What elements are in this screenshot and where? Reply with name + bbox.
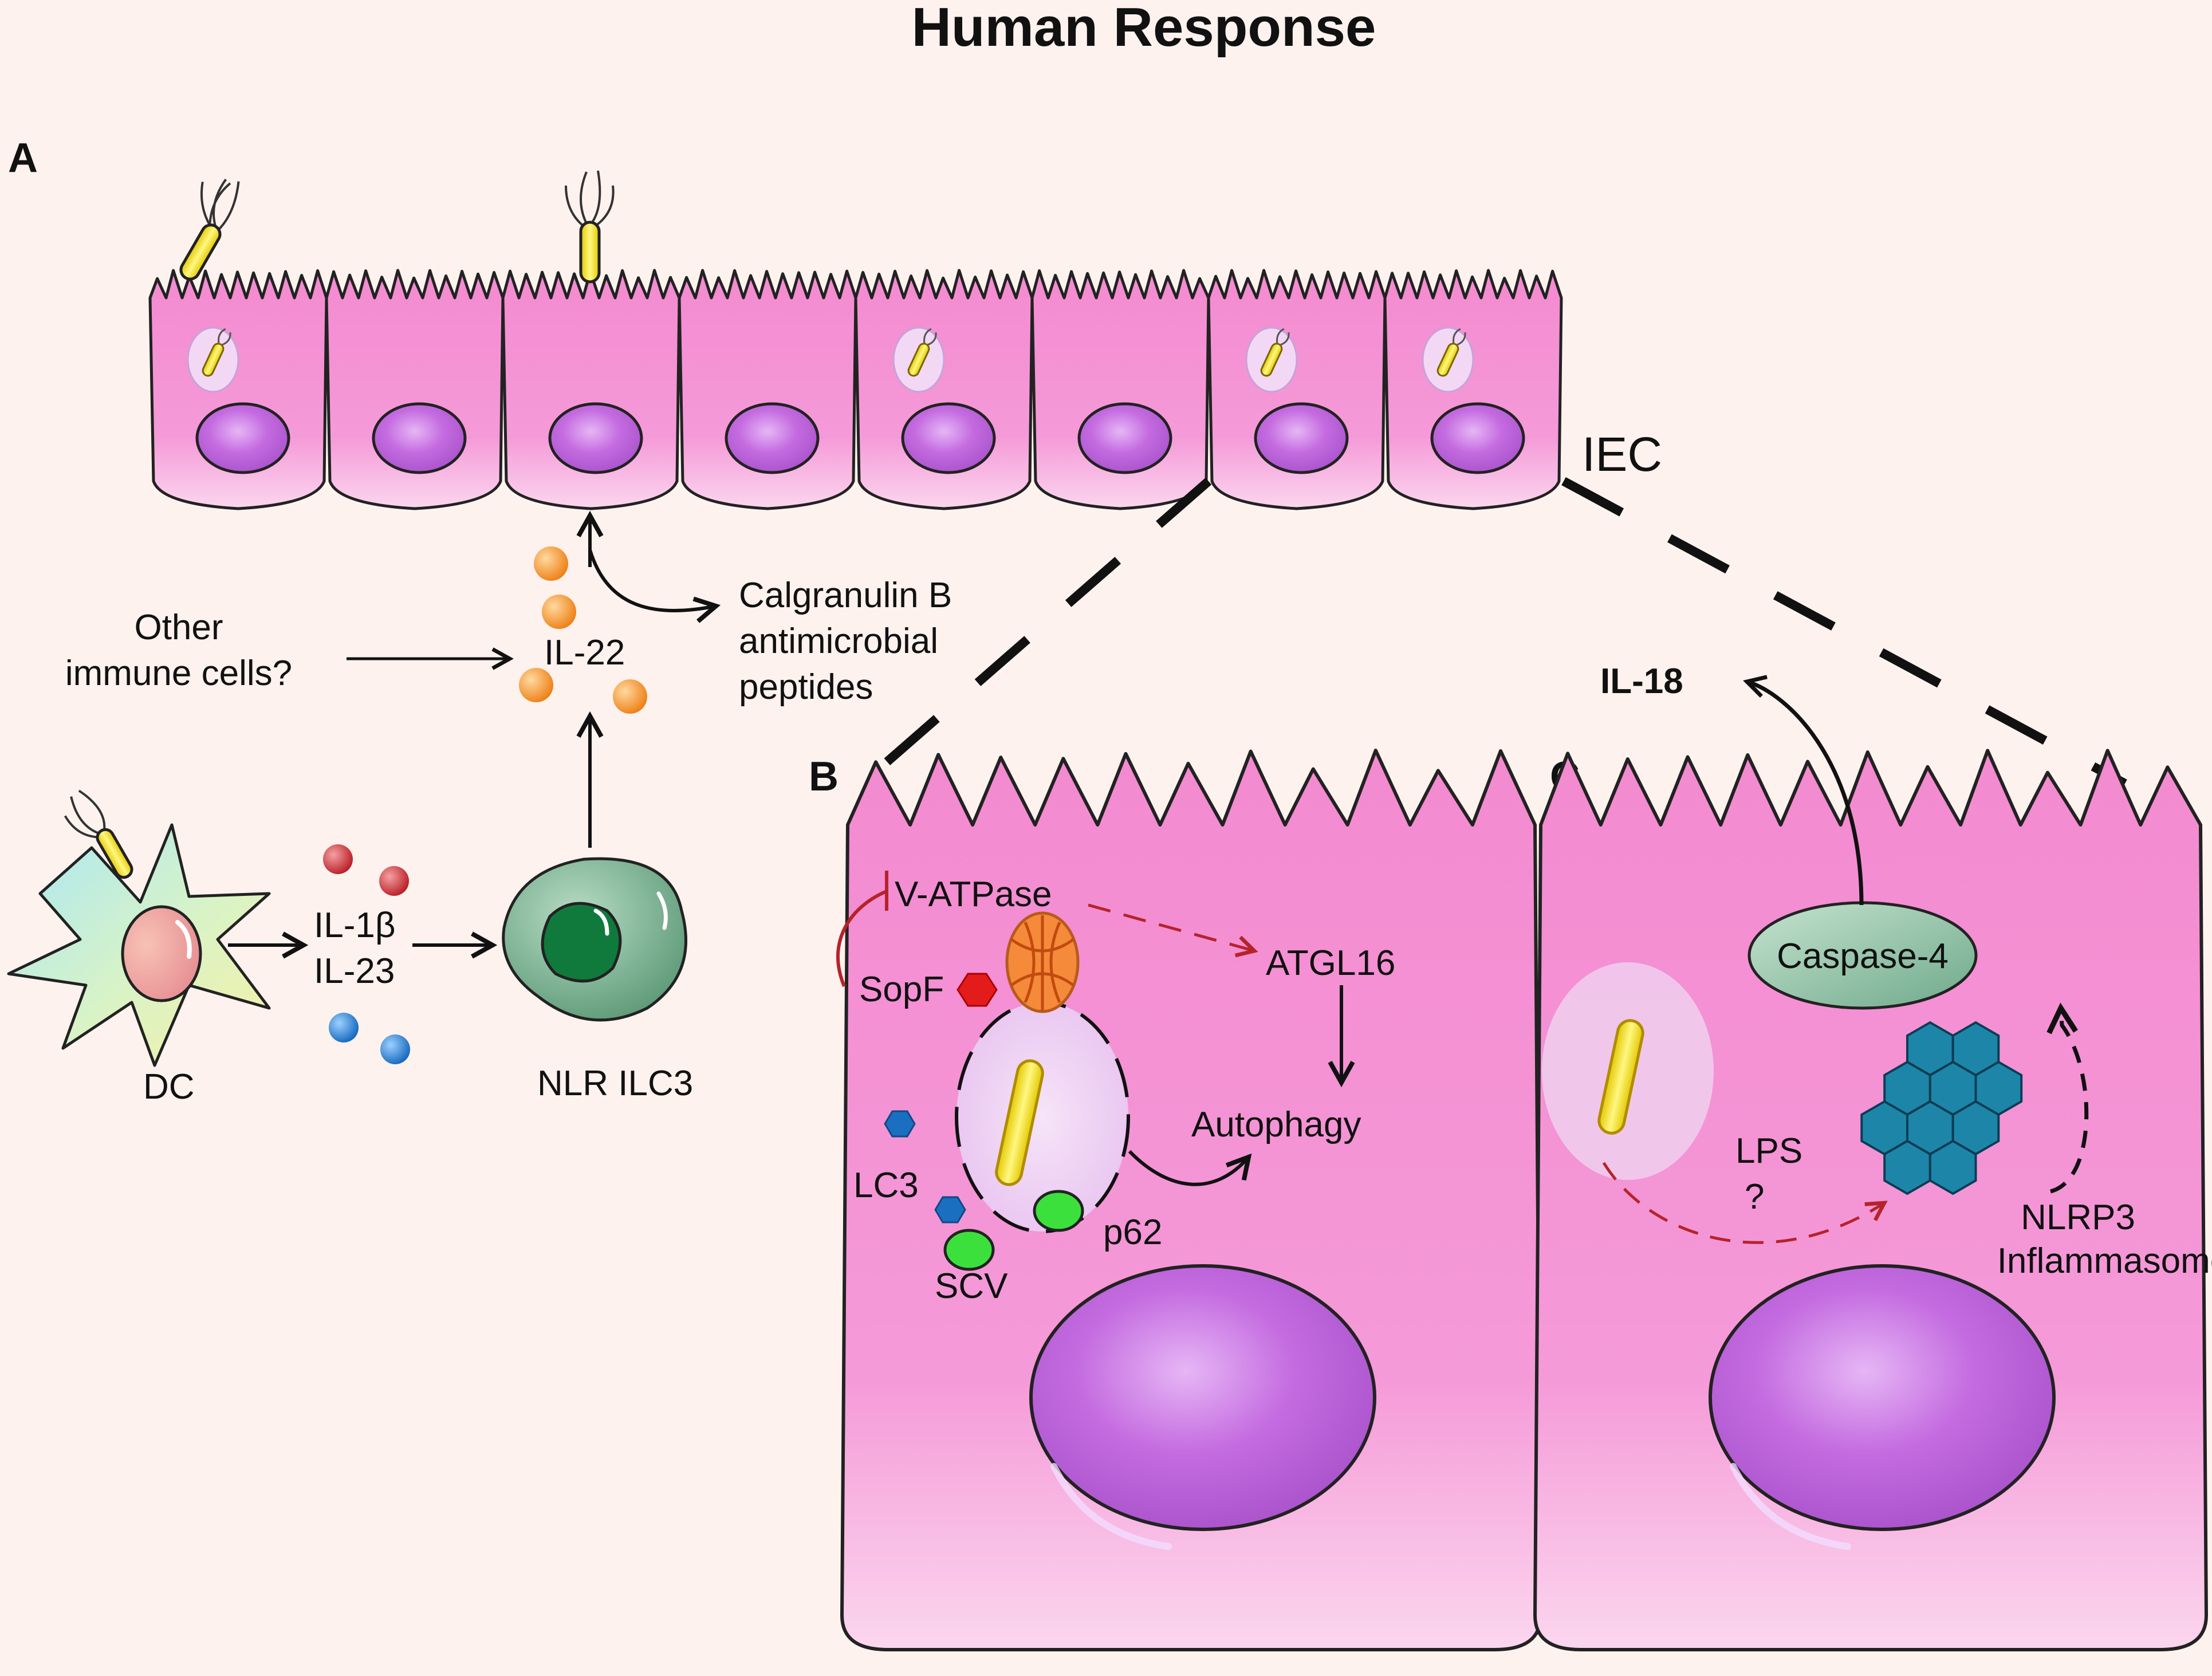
il23-label: IL-23	[314, 951, 395, 991]
nucleus	[548, 402, 643, 474]
ilc3-cell	[502, 857, 687, 1022]
nucleus-highlight	[1730, 1463, 1851, 1550]
inflammasome-subunit	[1883, 1139, 1931, 1195]
iec-label: IEC	[1582, 427, 1662, 481]
bacterium-adherent-2	[565, 170, 615, 284]
lc3-icon-1	[884, 1110, 916, 1138]
vatpase-label: V-ATPase	[895, 875, 1052, 914]
panel-label-b: B	[809, 754, 839, 800]
epithelial-layer	[148, 269, 1563, 510]
caspase4-label: Caspase-4	[1777, 937, 1949, 976]
il18-label: IL-18	[1600, 662, 1683, 701]
nucleus	[1430, 402, 1525, 474]
il1b-label: IL-1β	[314, 906, 396, 945]
nlrp3-label-2: Inflammasome	[1997, 1241, 2212, 1281]
il22-label: IL-22	[544, 633, 625, 672]
nlrp3-label-1: NLRP3	[2021, 1198, 2135, 1237]
nucleus	[901, 402, 996, 474]
nucleus	[195, 402, 290, 474]
nucleus	[1029, 1264, 1376, 1531]
lc3-label: LC3	[853, 1166, 919, 1205]
inflammasome-subunit	[1951, 1021, 2000, 1077]
nucleus-highlight	[1050, 1463, 1172, 1550]
bacterium-on-dc	[64, 789, 133, 879]
scv-label: SCV	[935, 1266, 1008, 1306]
intracellular-bacterium	[1260, 328, 1290, 377]
p62-label: p62	[1103, 1213, 1162, 1252]
atgl16-label: ATGL16	[1266, 943, 1395, 983]
other-immune-cells-label-1: Other	[134, 608, 223, 647]
nucleus	[372, 402, 467, 474]
zoom-line-right	[1561, 477, 2127, 788]
other-immune-cells-label-2: immune cells?	[65, 654, 292, 693]
sopf-label: SopF	[859, 970, 944, 1009]
il22-molecules	[519, 546, 647, 714]
sopf-icon	[957, 973, 998, 1007]
arrow-scv-to-autophagy	[1128, 1150, 1249, 1186]
p62-icon-2	[943, 1229, 995, 1271]
calgranulin-label-3: peptides	[739, 667, 873, 707]
bacterium-adherent-1	[179, 179, 240, 281]
nlrp3-inflammasome	[1860, 1021, 2023, 1195]
nucleus	[725, 402, 820, 474]
arrow-caspase4-to-il18	[1747, 682, 1864, 906]
intracellular-bacterium	[1436, 328, 1466, 377]
autophagy-label: Autophagy	[1191, 1105, 1361, 1144]
arrow-to-calgranulin	[588, 549, 716, 611]
inflammasome-subunit	[1928, 1139, 1977, 1195]
panel-label-a: A	[8, 135, 38, 181]
nucleus	[1709, 1264, 2056, 1531]
calgranulin-label-1: Calgranulin B	[739, 576, 952, 615]
lps-label: LPS	[1735, 1131, 1802, 1171]
arrow-nlrp3-to-caspase4	[2050, 1008, 2089, 1194]
lc3-icon-2	[934, 1196, 966, 1223]
lps-question-label: ?	[1745, 1177, 1764, 1217]
intracellular-bacterium	[907, 328, 937, 377]
figure-title: Human Response	[912, 0, 1376, 58]
sopf-inhibits-vatpase	[836, 871, 888, 987]
ilc3-label: NLR ILC3	[537, 1064, 693, 1103]
arrow-vatpase-to-atgl16	[1088, 903, 1254, 951]
p62-icon-1	[1033, 1190, 1084, 1232]
calgranulin-label-2: antimicrobial	[739, 621, 938, 661]
il1b-molecules	[323, 844, 409, 896]
il23-molecules	[329, 1013, 410, 1064]
dendritic-cell	[7, 823, 271, 1067]
nucleus	[1254, 402, 1349, 474]
dc-label: DC	[143, 1067, 195, 1107]
bacterium-in-vacuole-c	[1597, 1019, 1644, 1135]
iec-cell-c	[1533, 749, 2208, 1651]
intracellular-bacterium	[202, 328, 231, 377]
arrow-lps-to-inflammasome	[1602, 1162, 1884, 1244]
nucleus	[1077, 402, 1172, 474]
v-atpase-icon	[1005, 911, 1080, 1013]
zoom-line-left	[844, 477, 1212, 800]
bacterium-in-scv	[995, 1059, 1044, 1186]
